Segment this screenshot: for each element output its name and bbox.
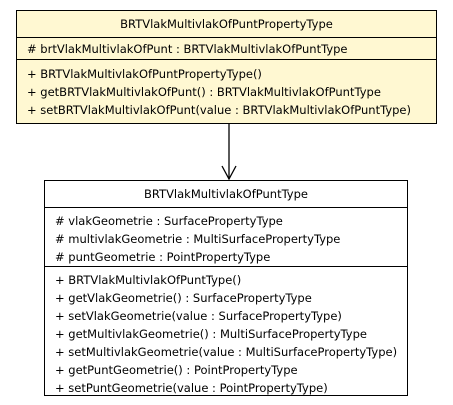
operation: + setBRTVlakMultivlakOfPunt(value : BRTV… xyxy=(27,103,411,117)
attribute: # puntGeometrie : PointPropertyType xyxy=(55,250,271,264)
attributes-compartment: # vlakGeometrie : SurfacePropertyType # … xyxy=(45,208,407,267)
class-name: BRTVlakMultivlakOfPuntPropertyType xyxy=(17,11,436,38)
operation: + getVlakGeometrie() : SurfacePropertyTy… xyxy=(55,291,312,305)
operation: + BRTVlakMultivlakOfPuntPropertyType() xyxy=(27,67,262,81)
arrowhead-icon xyxy=(221,165,237,181)
operations-compartment: + BRTVlakMultivlakOfPuntPropertyType() +… xyxy=(17,60,436,119)
operation: + setMultivlakGeometrie(value : MultiSur… xyxy=(55,345,398,359)
operation: + getPuntGeometrie() : PointPropertyType xyxy=(55,363,298,377)
operation: + getMultivlakGeometrie() : MultiSurface… xyxy=(55,327,367,341)
operation: + BRTVlakMultivlakOfPuntType() xyxy=(55,273,242,287)
operation: + getBRTVlakMultivlakOfPunt() : BRTVlakM… xyxy=(27,85,381,99)
class-box-brtvlakmultivlakofpuntpropertytype[interactable]: BRTVlakMultivlakOfPuntPropertyType # brt… xyxy=(16,10,437,124)
attribute: # vlakGeometrie : SurfacePropertyType xyxy=(55,214,283,228)
operation: + setPuntGeometrie(value : PointProperty… xyxy=(55,381,328,395)
attribute: # multivlakGeometrie : MultiSurfacePrope… xyxy=(55,232,341,246)
attributes-compartment: # brtVlakMultivlakOfPunt : BRTVlakMultiv… xyxy=(17,38,436,60)
class-box-brtvlakmultivlakofpunttype[interactable]: BRTVlakMultivlakOfPuntType # vlakGeometr… xyxy=(44,180,408,396)
operations-compartment: + BRTVlakMultivlakOfPuntType() + getVlak… xyxy=(45,267,407,397)
attribute: # brtVlakMultivlakOfPunt : BRTVlakMultiv… xyxy=(27,42,348,56)
operation: + setVlakGeometrie(value : SurfaceProper… xyxy=(55,309,342,323)
class-name: BRTVlakMultivlakOfPuntType xyxy=(45,181,407,208)
